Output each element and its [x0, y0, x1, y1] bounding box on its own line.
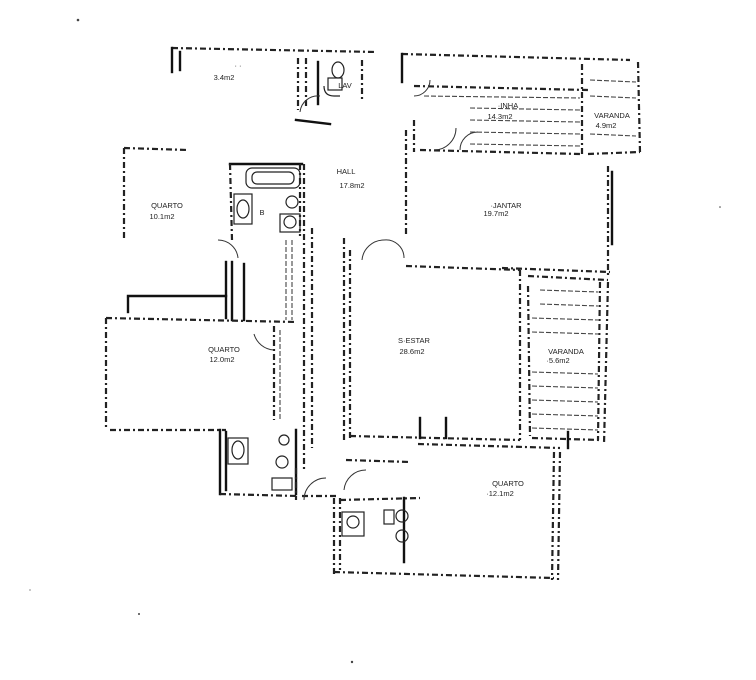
jantar-name: ·JANTAR	[490, 201, 522, 210]
wc-name: · ·	[234, 61, 241, 70]
walls	[104, 46, 642, 581]
jantar-area: 19.7m2	[483, 209, 508, 218]
varanda2-name: VARANDA	[548, 347, 584, 356]
quarto2-name: QUARTO	[208, 345, 240, 354]
varanda1-name: VARANDA	[594, 111, 630, 120]
wc-area: 3.4m2	[214, 73, 235, 82]
estar-name: S·ESTAR	[398, 336, 431, 345]
quarto1-area: 10.1m2	[149, 212, 174, 221]
room-labels: · · 3.4m2 LAV ·INHA 14.3m2 VARANDA 4.9m2…	[149, 61, 629, 498]
quarto3-area: ·12.1m2	[486, 489, 514, 498]
bwc1-name: B	[259, 208, 264, 217]
varanda1-area: 4.9m2	[596, 121, 617, 130]
balcony-railings	[279, 79, 637, 431]
hall-area: 17.8m2	[339, 181, 364, 190]
scan-specks	[29, 18, 721, 664]
lav-name: LAV	[338, 81, 352, 90]
quarto2-area: 12.0m2	[209, 355, 234, 364]
bathroom-fixtures	[227, 61, 409, 543]
quarto1-name: QUARTO	[151, 201, 183, 210]
cozinha-area: 14.3m2	[487, 112, 512, 121]
doors	[217, 79, 479, 501]
varanda2-area: ·5.6m2	[546, 356, 569, 365]
hall-name: HALL	[337, 167, 356, 176]
cozinha-name: ·INHA	[498, 101, 518, 110]
estar-area: 28.6m2	[399, 347, 424, 356]
quarto3-name: QUARTO	[492, 479, 524, 488]
